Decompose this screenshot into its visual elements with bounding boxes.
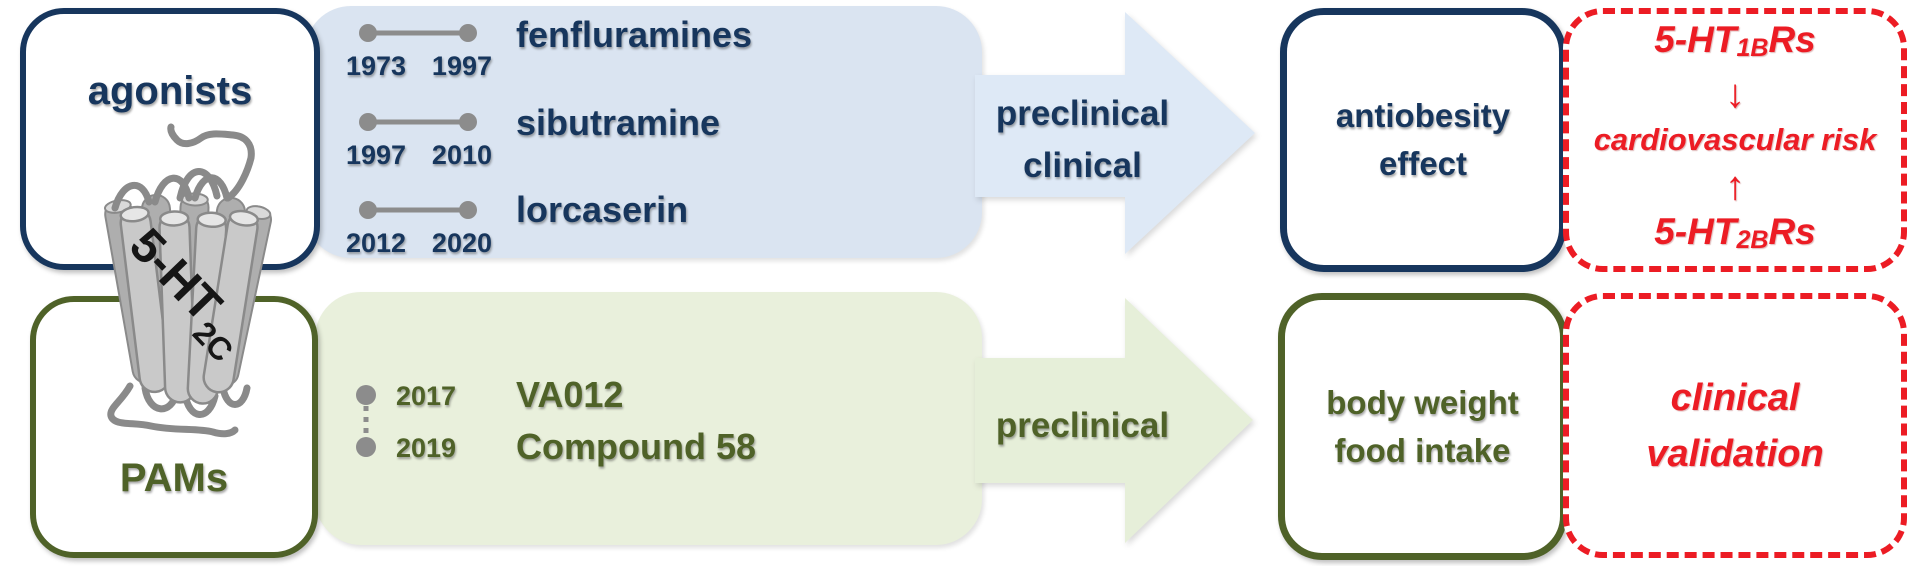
timeline-range-icon (359, 113, 477, 131)
up-arrow-icon: ↑ (1725, 164, 1745, 208)
timeline-range-vertical-icon (356, 385, 376, 457)
drug-name: sibutramine (516, 102, 721, 143)
pams-stage-label: preclinical (975, 400, 1190, 452)
outcome-line: antiobesity (1335, 97, 1511, 134)
agonists-label: agonists (87, 69, 253, 113)
pams-flow-arrow-icon (975, 298, 1253, 543)
drug-name: lorcaserin (516, 189, 689, 230)
timeline-end-year: 2010 (431, 140, 492, 170)
agonists-stage-label: preclinical clinical (975, 88, 1190, 192)
clinical-validation-box: clinical validation (1563, 293, 1907, 558)
timeline-row: 1997 2010 (345, 111, 495, 171)
drug-name: VA012 (516, 374, 624, 415)
stage-label-line: preclinical (995, 406, 1170, 445)
stage-label-line: preclinical (995, 94, 1170, 133)
down-arrow-icon: ↓ (1725, 72, 1745, 116)
outcome-line: body weight (1326, 383, 1519, 421)
receptor-suffix: Rs (1768, 19, 1816, 60)
receptor-name: 5-HT (1654, 19, 1737, 60)
stage-label-line: clinical (1023, 146, 1142, 185)
cardiovascular-risk-label: cardiovascular risk (1593, 122, 1877, 157)
timeline-start-year: 2017 (396, 381, 457, 411)
antiobesity-effect-box: antiobesity effect (1280, 8, 1566, 272)
receptor-risk-bottom: 5-HT2BRs (1654, 209, 1816, 263)
outcome-line: food intake (1334, 431, 1511, 469)
timeline-start-year: 1997 (346, 140, 407, 170)
drug-name: Compound 58 (516, 426, 756, 467)
validation-line: clinical (1670, 376, 1800, 419)
cardiovascular-risk-box: 5-HT1BRs ↓ cardiovascular risk ↑ 5-HT2BR… (1563, 8, 1907, 272)
receptor-illustration: 5-HT2C (103, 123, 272, 438)
timeline-end-year: 1997 (431, 51, 492, 81)
pams-label: PAMs (119, 456, 229, 500)
timeline-range-icon (359, 24, 477, 42)
receptor-name: 5-HT (1654, 211, 1737, 252)
receptor-subscript: 2B (1736, 226, 1769, 254)
receptor-subscript: 1B (1736, 34, 1769, 62)
body-weight-box: body weight food intake (1278, 293, 1567, 560)
pams-timeline-panel (315, 292, 982, 545)
receptor-suffix: Rs (1768, 211, 1816, 252)
receptor-risk-top: 5-HT1BRs (1654, 17, 1816, 71)
timeline-end-year: 2019 (396, 433, 457, 463)
timeline-end-year: 2020 (431, 228, 492, 258)
agonists-timeline-panel (305, 6, 982, 258)
agonists-flow-arrow-icon (975, 12, 1255, 254)
outcome-line: effect (1378, 145, 1468, 182)
timeline-start-year: 2012 (346, 228, 407, 258)
timeline-range-icon (359, 201, 477, 219)
validation-line: validation (1646, 432, 1824, 475)
timeline-row: 1973 1997 (345, 22, 495, 82)
drug-name: fenfluramines (516, 14, 753, 55)
timeline-row: 2012 2020 (345, 199, 495, 259)
timeline-start-year: 1973 (346, 51, 407, 81)
